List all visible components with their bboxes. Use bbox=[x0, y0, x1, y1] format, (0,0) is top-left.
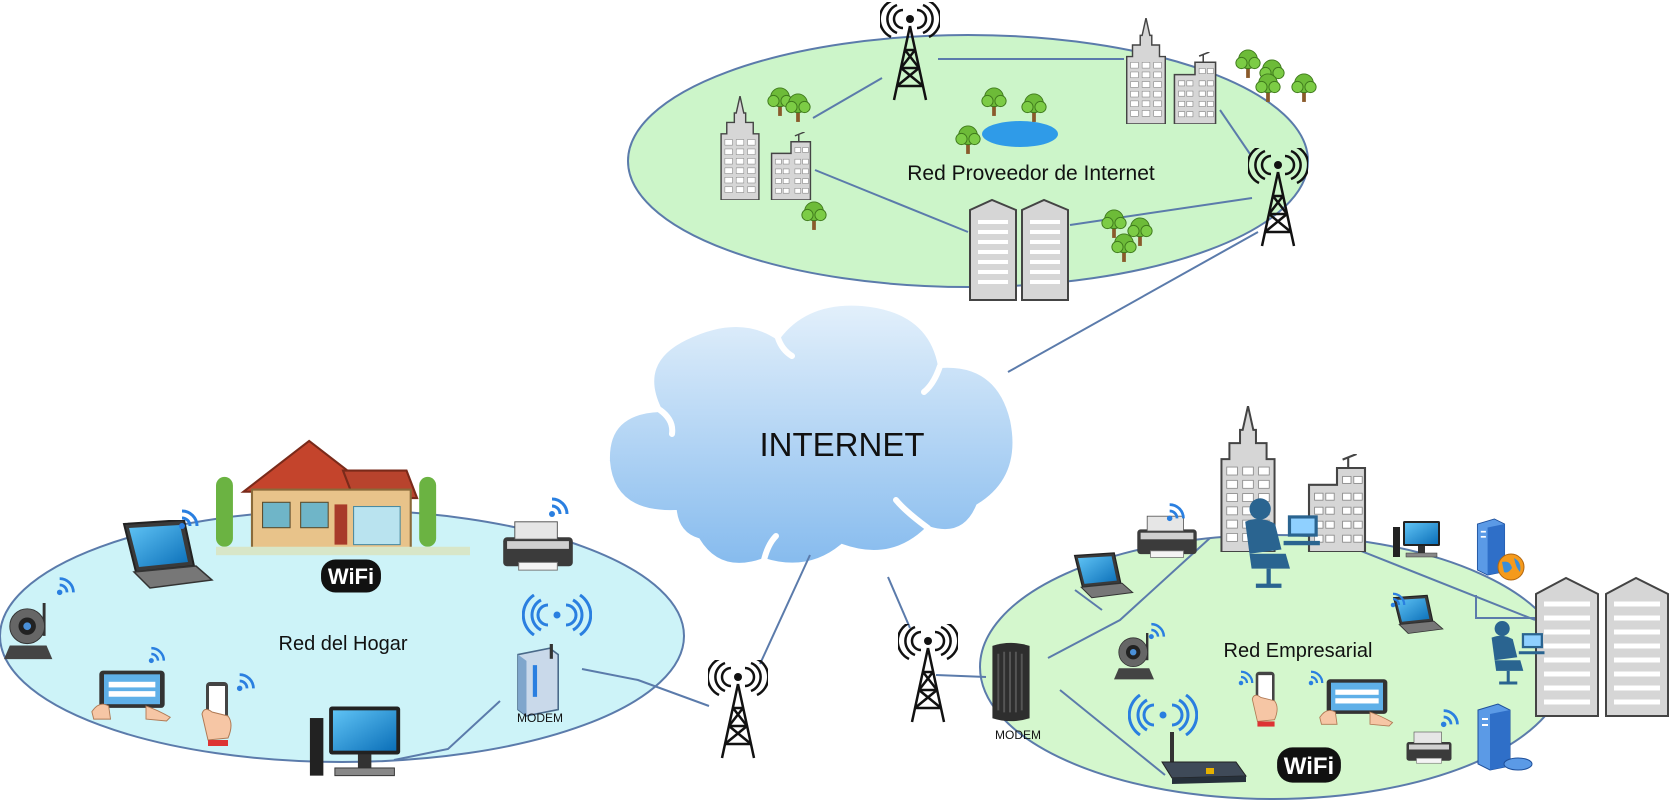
tree-icon bbox=[1291, 73, 1317, 102]
isp-devices bbox=[720, 2, 1317, 301]
modem-icon bbox=[991, 641, 1031, 723]
wifi-signal-icon bbox=[548, 497, 569, 518]
small-office-icon bbox=[1307, 454, 1367, 552]
printer-icon bbox=[1136, 515, 1198, 558]
wifi-badge-label: WiFi bbox=[328, 564, 374, 589]
enterprise-devices: WiFi bbox=[991, 406, 1669, 785]
twin-highrise-icon bbox=[1535, 576, 1669, 717]
network-links bbox=[393, 58, 1536, 776]
home-network-label: Red del Hogar bbox=[279, 633, 408, 655]
enterprise-modem-label: MODEM bbox=[995, 728, 1041, 742]
wifi-badge: WiFi bbox=[321, 559, 381, 593]
internet-cloud bbox=[605, 301, 1017, 567]
enterprise-network-label: Red Empresarial bbox=[1224, 640, 1373, 662]
home-modem-label: MODEM bbox=[517, 711, 563, 725]
tree-icon bbox=[1235, 49, 1261, 78]
twin-highrise-icon bbox=[969, 198, 1069, 301]
wifi-badge: WiFi bbox=[1277, 747, 1341, 783]
internet-label: INTERNET bbox=[760, 426, 925, 463]
home-devices: WiFi bbox=[4, 439, 592, 777]
globe-icon bbox=[1497, 553, 1525, 581]
house-icon bbox=[216, 439, 470, 556]
isp-network-label: Red Proveedor de Internet bbox=[907, 162, 1155, 185]
cell-tower-icon bbox=[898, 624, 958, 724]
modem-icon bbox=[517, 644, 560, 717]
office-tower-icon bbox=[1125, 18, 1167, 124]
database-icon bbox=[1503, 757, 1533, 771]
lake-icon bbox=[982, 121, 1058, 147]
wifi-badge-label: WiFi bbox=[1284, 753, 1334, 780]
server-icon bbox=[1477, 703, 1511, 771]
cell-tower-icon bbox=[708, 660, 768, 760]
